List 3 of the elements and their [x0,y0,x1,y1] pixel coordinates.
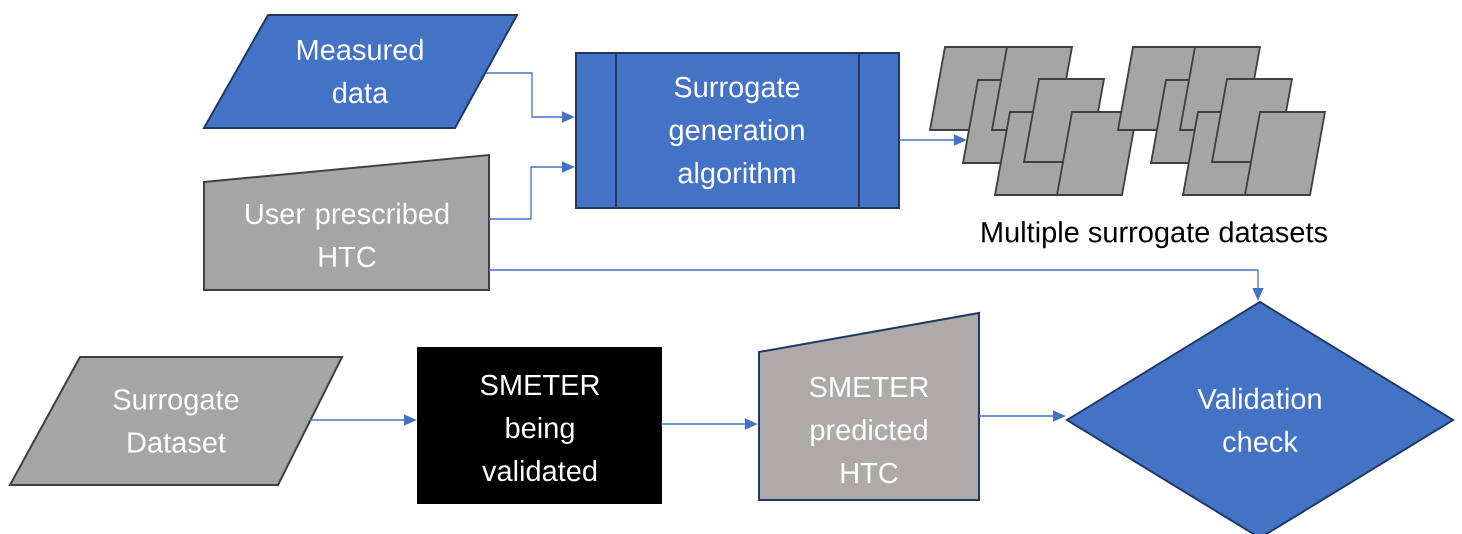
process-box: SMETER being validated [417,347,662,504]
process-box: Surrogate generation algorithm [575,52,900,209]
dataset-caption: Multiple surrogate datasets [982,221,1327,249]
